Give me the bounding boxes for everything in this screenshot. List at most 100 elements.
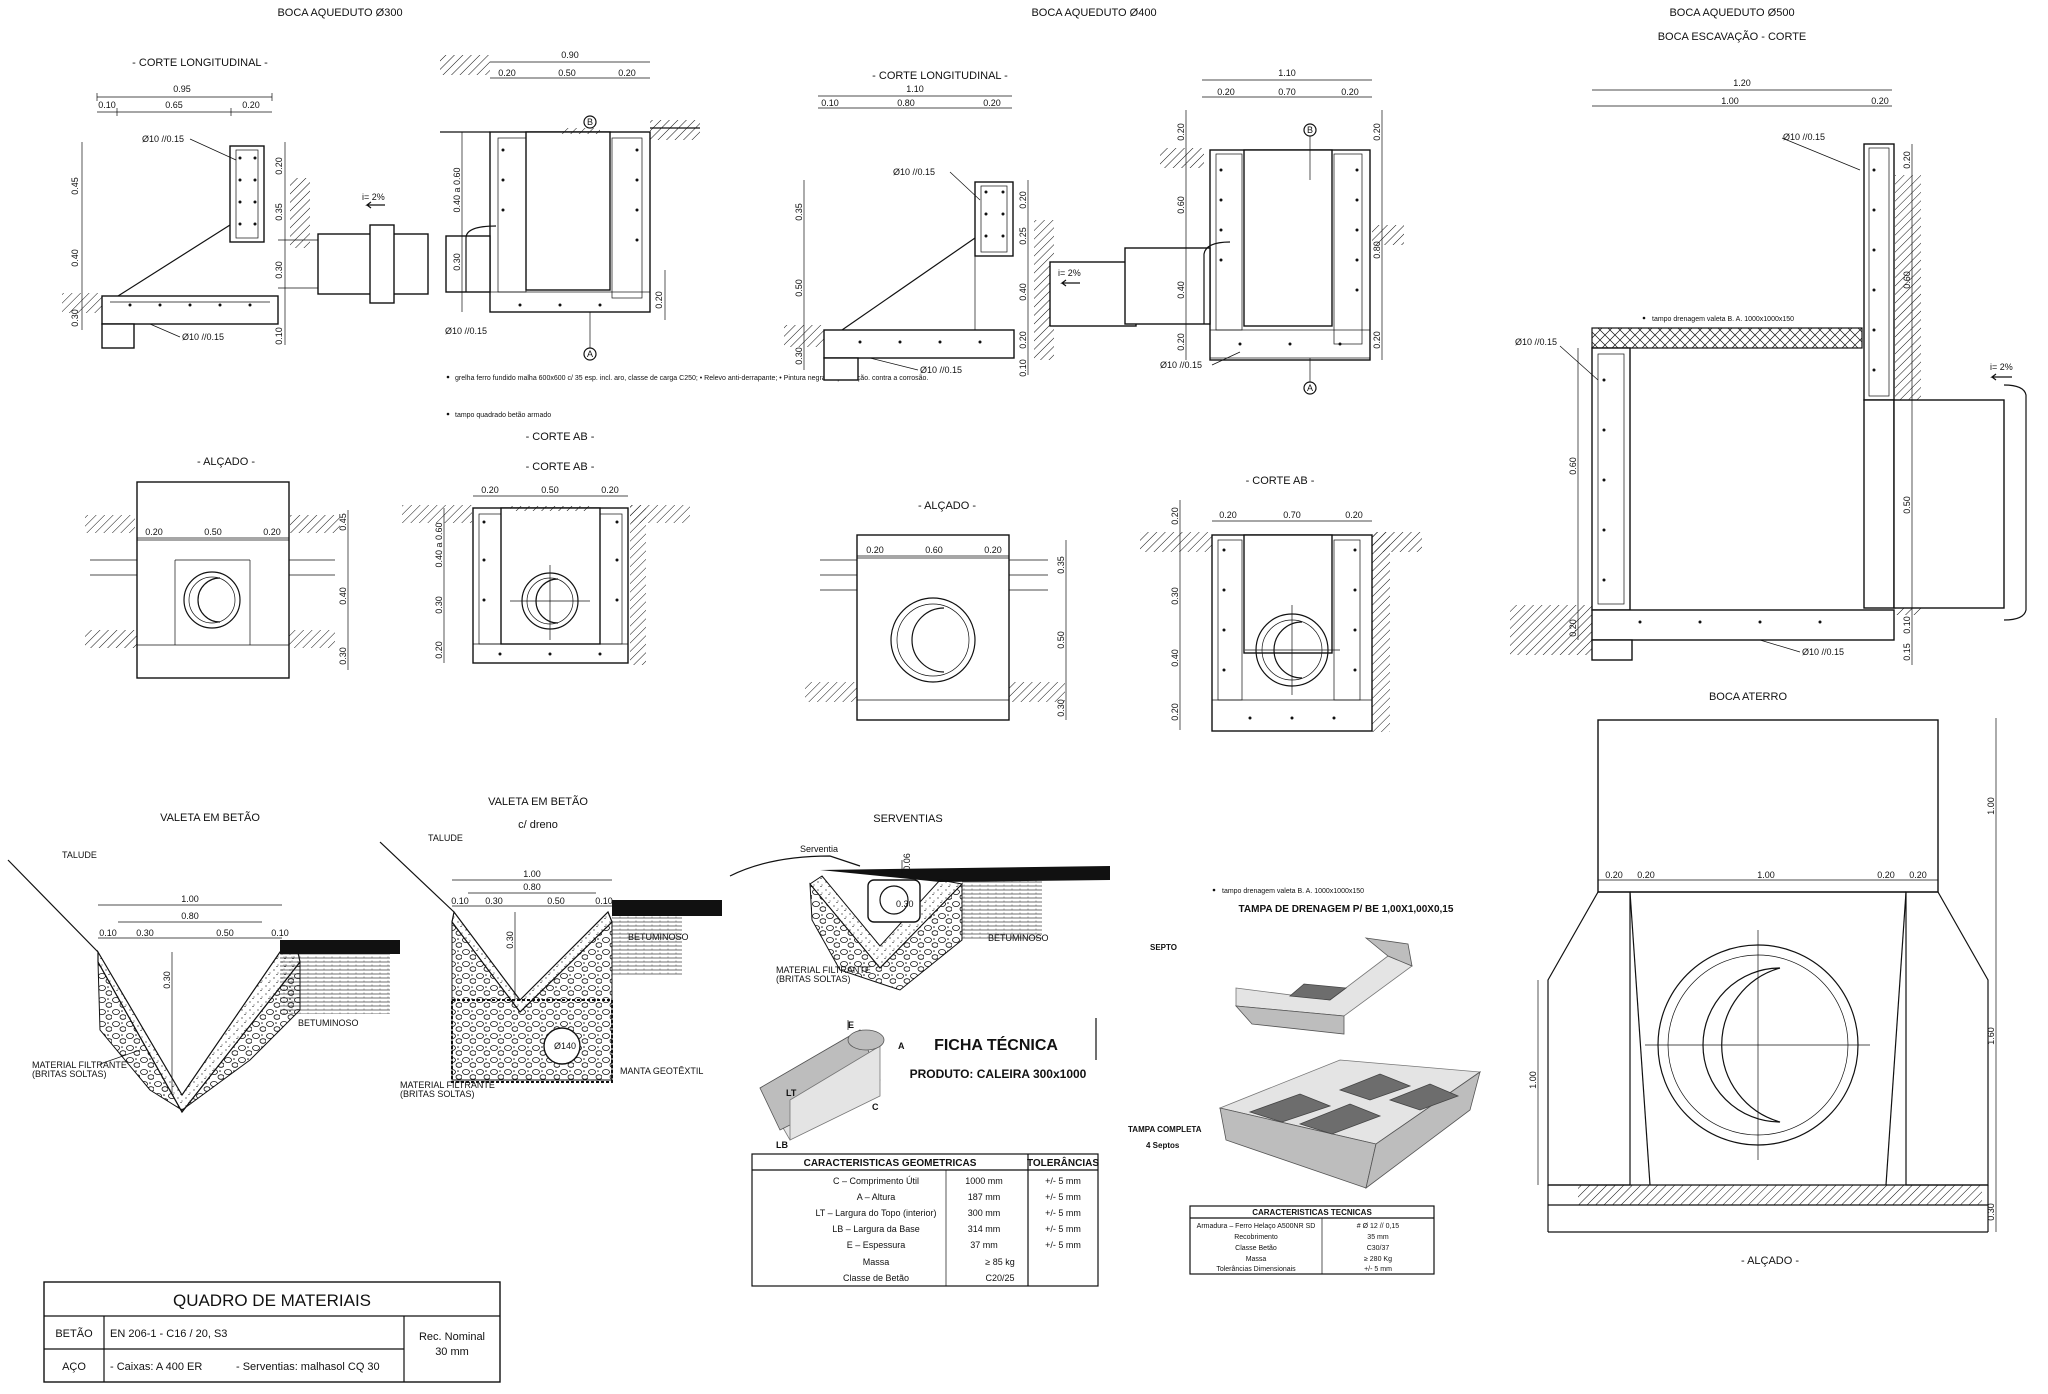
valeta2-dim-050: 0.50 xyxy=(547,896,565,906)
quadro-aco-value-2: - Serventias: malhasol CQ 30 xyxy=(236,1361,380,1373)
rebar-label-300-c: Ø10 //0.15 xyxy=(445,326,487,336)
dim4-020: 0.20 xyxy=(983,98,1001,108)
caleira-label-e: E xyxy=(848,1020,854,1030)
valeta-dim-050: 0.50 xyxy=(216,928,234,938)
dim4-alc-v030: 0.30 xyxy=(1056,699,1066,717)
dreno-label: Ø140 xyxy=(554,1041,576,1051)
dim-ab-030: 0.30 xyxy=(452,253,462,271)
ficha-row-6-name: Classe de Betão xyxy=(843,1273,909,1283)
title-valeta-2: VALETA EM BETÃO xyxy=(488,795,588,808)
tampa-drenagem: tampo drenagem valeta B. A. 1000x1000x15… xyxy=(1128,888,1482,1275)
tampa-row-0-value: # Ø 12 // 0,15 xyxy=(1357,1223,1400,1230)
title-boca-500: BOCA AQUEDUTO Ø500 xyxy=(1669,7,1794,19)
caleira-label-a: A xyxy=(898,1041,905,1051)
dim4-ab-070: 0.70 xyxy=(1278,87,1296,97)
dim4-ab-020b: 0.20 xyxy=(1341,87,1359,97)
tampa-row-1-value: 35 mm xyxy=(1367,1234,1389,1241)
ficha-row-1-tol: +/- 5 mm xyxy=(1045,1192,1081,1202)
label-material: MATERIAL FILTRANTE xyxy=(32,1060,127,1070)
dim4-alc-v035: 0.35 xyxy=(1056,556,1066,574)
dim4-alc-020b: 0.20 xyxy=(984,545,1002,555)
label-boca-aterro: BOCA ATERRO xyxy=(1709,691,1787,703)
valeta-betao-dreno: VALETA EM BETÃO c/ dreno TALUDE Ø140 1.0… xyxy=(379,795,722,1099)
tampa-row-4-value: +/- 5 mm xyxy=(1364,1266,1392,1273)
serv-material-2: (BRITAS SOLTAS) xyxy=(776,974,851,984)
ficha-rows: C – Comprimento Útil 1000 mm +/- 5 mm A … xyxy=(815,1176,1080,1283)
slope-500: i= 2% xyxy=(1990,362,2013,372)
quadro-materiais: QUADRO DE MATERIAIS BETÃO EN 206-1 - C16… xyxy=(43,1281,501,1383)
serv-dim-006: 0.06 xyxy=(902,853,912,871)
dim-030: 0.30 xyxy=(70,309,80,327)
tampa-completa: TAMPA COMPLETA xyxy=(1128,1125,1202,1134)
dim4-ab-020a: 0.20 xyxy=(1217,87,1235,97)
dim4-v020: 0.20 xyxy=(1018,191,1028,209)
dim-cab-v3: 0.20 xyxy=(434,641,444,659)
valeta-dim-010b: 0.10 xyxy=(271,928,289,938)
dim-cab-050: 0.50 xyxy=(541,485,559,495)
tampa-septo: SEPTO xyxy=(1150,943,1177,952)
tampa-row-2-name: Classe Betão xyxy=(1235,1245,1277,1252)
title-serventias: SERVENTIAS xyxy=(873,813,943,825)
dim4-alc-060: 0.60 xyxy=(925,545,943,555)
label-talude-2: TALUDE xyxy=(428,833,463,843)
rebar-label-500-c: Ø10 //0.15 xyxy=(1802,647,1844,657)
label-alcado-300: - ALÇADO - xyxy=(197,456,255,468)
dim4-v050: 0.50 xyxy=(794,279,804,297)
ficha-row-0-tol: +/- 5 mm xyxy=(1045,1176,1081,1186)
tampa-septos: 4 Septos xyxy=(1146,1141,1180,1150)
label-corte-ab-300-a: - CORTE AB - xyxy=(526,431,595,443)
dim-095: 0.95 xyxy=(173,84,191,94)
valeta-dim-080: 0.80 xyxy=(181,911,199,921)
dim4-ab-v020c: 0.20 xyxy=(1372,123,1382,141)
ficha-row-3-name: LB – Largura da Base xyxy=(832,1224,920,1234)
ficha-row-0-name: C – Comprimento Útil xyxy=(833,1176,919,1186)
dim-cab-020b: 0.20 xyxy=(601,485,619,495)
ficha-row-4-value: 37 mm xyxy=(970,1240,998,1250)
slope-300: i= 2% xyxy=(362,192,385,202)
valeta2-dim-100: 1.00 xyxy=(523,869,541,879)
dim-alc-040: 0.40 xyxy=(338,587,348,605)
subtitle-valeta-2: c/ dreno xyxy=(518,819,558,831)
corte-longitudinal-300: - CORTE LONGITUDINAL - 0.95 0.10 0.65 0.… xyxy=(62,57,429,349)
ficha-row-3-tol: +/- 5 mm xyxy=(1045,1224,1081,1234)
dim4-alc-020a: 0.20 xyxy=(866,545,884,555)
quadro-title: QUADRO DE MATERIAIS xyxy=(173,1291,371,1310)
dim5-ater-v030: 0.30 xyxy=(1986,1203,1996,1221)
quadro-rec-value: 30 mm xyxy=(435,1346,469,1358)
title-valeta: VALETA EM BETÃO xyxy=(160,811,260,824)
dim5-ater-020c: 0.20 xyxy=(1877,870,1895,880)
dim5-v020a: 0.20 xyxy=(1902,151,1912,169)
serventias: SERVENTIAS Serventia 0.06 0.30 BETUMINOS… xyxy=(729,813,1110,991)
dim4-cab-020a: 0.20 xyxy=(1219,510,1237,520)
dim4-ab-v020d: 0.20 xyxy=(1372,331,1382,349)
label-alcado-500: - ALÇADO - xyxy=(1741,1255,1799,1267)
ficha-row-2-value: 300 mm xyxy=(968,1208,1001,1218)
label-material-2: (BRITAS SOLTAS) xyxy=(32,1069,107,1079)
dim-alc-045: 0.45 xyxy=(338,513,348,531)
note-grelha: grelha ferro fundido malha 600x600 c/ 35… xyxy=(455,375,928,382)
dim-065: 0.65 xyxy=(165,100,183,110)
svg-text:A: A xyxy=(1307,383,1313,393)
corte-ab-400: - CORTE AB - 0.20 0.70 0.20 0.20 0.30 0.… xyxy=(1140,475,1422,732)
rebar-label-300-a: Ø10 //0.15 xyxy=(142,134,184,144)
dim5-ater-020a: 0.20 xyxy=(1605,870,1623,880)
dim4-cab-v020b: 0.20 xyxy=(1170,703,1180,721)
dim5-v010: 0.10 xyxy=(1902,616,1912,634)
title-boca-400: BOCA AQUEDUTO Ø400 xyxy=(1031,7,1156,19)
ficha-head-tol: TOLERÂNCIAS xyxy=(1027,1156,1099,1169)
serv-material: MATERIAL FILTRANTE xyxy=(776,965,871,975)
svg-text:A: A xyxy=(587,349,593,359)
dim4-cab-020b: 0.20 xyxy=(1345,510,1363,520)
dim4-alc-v050: 0.50 xyxy=(1056,631,1066,649)
ficha-row-1-value: 187 mm xyxy=(968,1192,1001,1202)
label-betuminoso: BETUMINOSO xyxy=(298,1018,359,1028)
rebar-label-300-b: Ø10 //0.15 xyxy=(182,332,224,342)
ficha-tecnica: E A LT C LB FICHA TÉCNICA PRODUTO: CALEI… xyxy=(751,1018,1099,1287)
ficha-row-6-value: C20/25 xyxy=(985,1273,1014,1283)
label-alcado-400: - ALÇADO - xyxy=(918,500,976,512)
tampa-row-4-name: Tolerâncias Dimensionais xyxy=(1216,1266,1296,1273)
dim-010: 0.10 xyxy=(98,100,116,110)
label-corte-ab-400: - CORTE AB - xyxy=(1246,475,1315,487)
dim-alc-020a: 0.20 xyxy=(145,527,163,537)
valeta2-dim-v030: 0.30 xyxy=(505,931,515,949)
